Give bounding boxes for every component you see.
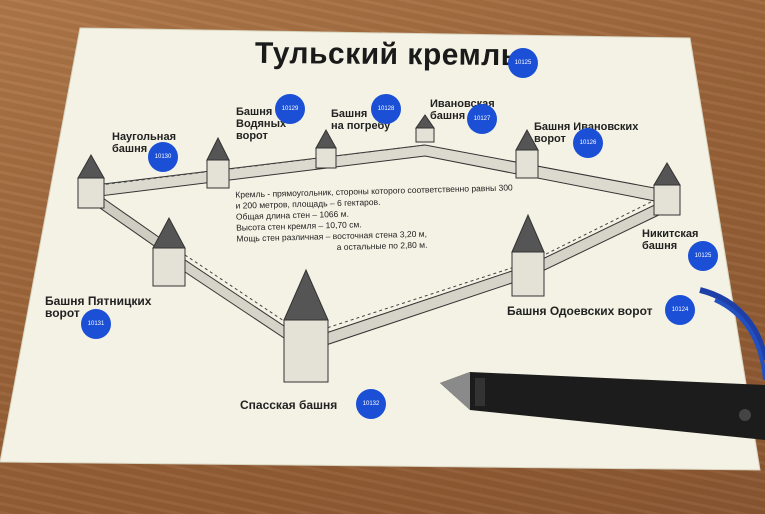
tower-code-badge: 10130: [148, 142, 178, 172]
tower-code-badge: 10132: [356, 389, 386, 419]
tower-code-badge: 10129: [275, 94, 305, 124]
tower-label: Башня Пятницких ворот: [45, 294, 152, 320]
tower-label: Спасская башня: [240, 398, 338, 412]
tower-label: Наугольная башня: [112, 131, 176, 155]
tower-code-badge: 10125: [688, 241, 718, 271]
tower-code-badge: 10124: [665, 295, 695, 325]
tower-label: Никитская башня: [642, 228, 699, 252]
tower-code-badge: 10131: [81, 309, 111, 339]
tower-code-badge: 10127: [467, 104, 497, 134]
tower-label: Башня Одоевских ворот: [507, 304, 653, 318]
tower-label: Башня на погребу: [331, 108, 391, 132]
tower-code-badge: 10128: [371, 94, 401, 124]
tower-code-badge: 10126: [573, 128, 603, 158]
title-code-badge: 10125: [508, 48, 538, 78]
tower-label: Башня Водяных ворот: [236, 106, 287, 142]
